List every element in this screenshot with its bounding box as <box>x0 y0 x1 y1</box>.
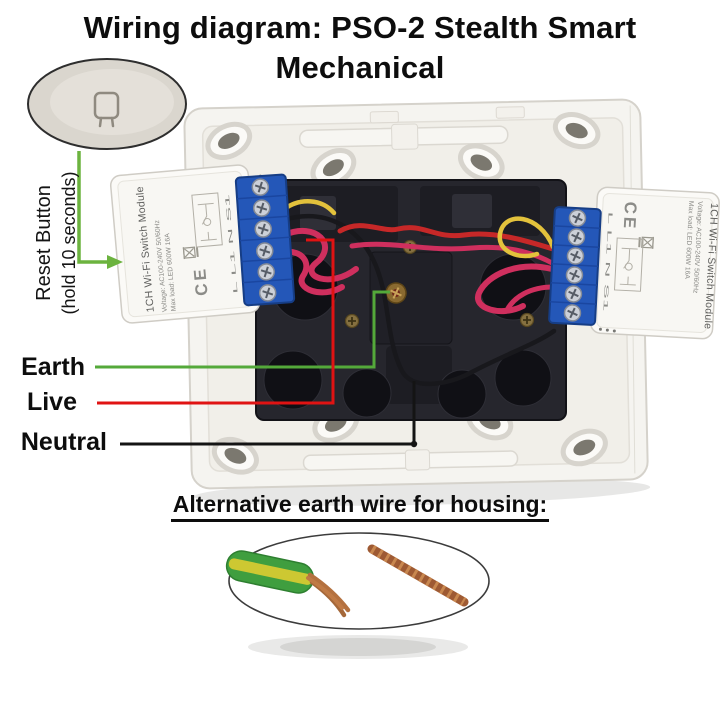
terminal-letters: L L1 N S1 <box>601 211 612 314</box>
module-voltage: Voltage: AC100-240V 50/60Hz <box>691 201 703 294</box>
live-annotation-line <box>97 238 335 405</box>
left-wifi-module: 1CH Wi-Fi Switch Module Voltage: AC100-2… <box>109 164 262 324</box>
wires <box>280 199 557 387</box>
neutral-label: Neutral <box>20 428 107 456</box>
yellow-wire-right <box>497 216 556 259</box>
right-terminal-block <box>548 206 602 326</box>
red-live-wire <box>337 223 556 252</box>
earth-terminal-screw <box>385 282 407 304</box>
earth-wire-image <box>225 550 315 594</box>
reset-label-line-1: Reset Button <box>33 185 55 301</box>
earth-label: Earth <box>21 353 85 381</box>
title-line-1: Wiring diagram: PSO-2 Stealth Smart <box>83 10 637 45</box>
reset-button-label: Reset Button (hold 10 seconds) <box>31 148 83 338</box>
copper-wire-image <box>367 544 469 607</box>
reset-callout-oval <box>27 58 187 150</box>
page-title: Wiring diagram: PSO-2 Stealth Smart Mech… <box>0 8 720 88</box>
reset-arrow <box>77 151 123 269</box>
pink-wire-right-2 <box>504 284 556 313</box>
reset-button-icon <box>93 91 120 128</box>
alt-earth-photo-oval <box>225 532 490 659</box>
reset-label-line-2: (hold 10 seconds) <box>59 171 79 315</box>
copper-strands <box>306 572 351 618</box>
earth-annotation-line <box>95 290 390 369</box>
module-max-load: Max load: LED 600W 16A <box>683 201 694 280</box>
pink-wire-left-2 <box>282 248 345 296</box>
live-label: Live <box>26 388 77 416</box>
left-terminal-block <box>234 173 296 307</box>
right-wifi-module: 1CH Wi-Fi Switch Module Voltage: AC100-2… <box>589 186 720 340</box>
alt-earth-heading: Alternative earth wire for housing: <box>0 491 720 522</box>
pink-wire-right-1 <box>475 263 555 315</box>
ce-mark: CE <box>190 265 212 296</box>
title-line-2: Mechanical <box>275 50 445 85</box>
alt-earth-heading-text: Alternative earth wire for housing: <box>170 491 550 522</box>
neutral-black-wire <box>280 213 557 387</box>
ce-mark: CE <box>620 201 641 232</box>
